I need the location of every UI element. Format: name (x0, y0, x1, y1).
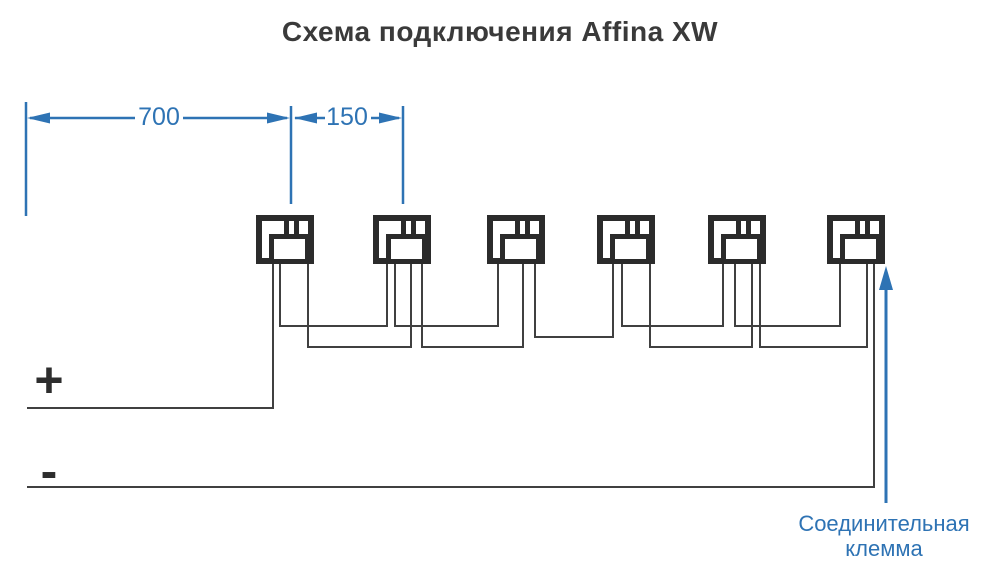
wire-1-2-lower (307, 262, 412, 348)
connector-symbol-5 (711, 218, 763, 262)
negative-terminal-label: - (40, 443, 58, 499)
connector-symbol-6 (830, 218, 882, 262)
dimension-arrowheads (27, 112, 402, 124)
wire-3-4-link (534, 262, 614, 338)
callout-terminal-label: Соединительная клемма (734, 511, 1000, 561)
wire-5-6-upper (734, 262, 841, 327)
callout-line2: клемма (845, 536, 923, 561)
callout-line1: Соединительная (798, 511, 970, 536)
arrow-right-icon (379, 112, 402, 124)
positive-terminal-label: + (34, 352, 64, 408)
callout-arrow (879, 266, 893, 503)
wire-4-5-lower (649, 262, 753, 348)
connector-symbol-4 (600, 218, 652, 262)
diagram-title: Схема подключения Affina XW (281, 16, 719, 47)
wire-1-2-upper (279, 262, 388, 327)
connector-symbol-1 (259, 218, 311, 262)
wire-positive-feed (27, 262, 274, 409)
callout-arrow-head-icon (879, 266, 893, 290)
dimension-label-first: 700 (138, 103, 180, 131)
wire-2-3-upper (394, 262, 499, 327)
wire-4-5-upper (621, 262, 724, 327)
dimension-label-second: 150 (326, 103, 368, 131)
wiring (27, 262, 875, 488)
arrow-right-icon (267, 112, 290, 124)
connector-symbol-3 (490, 218, 542, 262)
arrow-left-icon (294, 112, 317, 124)
connector-symbol-2 (376, 218, 428, 262)
wire-negative-return (27, 262, 875, 488)
wire-2-3-lower (421, 262, 524, 348)
wire-5-6-lower (759, 262, 868, 348)
arrow-left-icon (27, 112, 50, 124)
